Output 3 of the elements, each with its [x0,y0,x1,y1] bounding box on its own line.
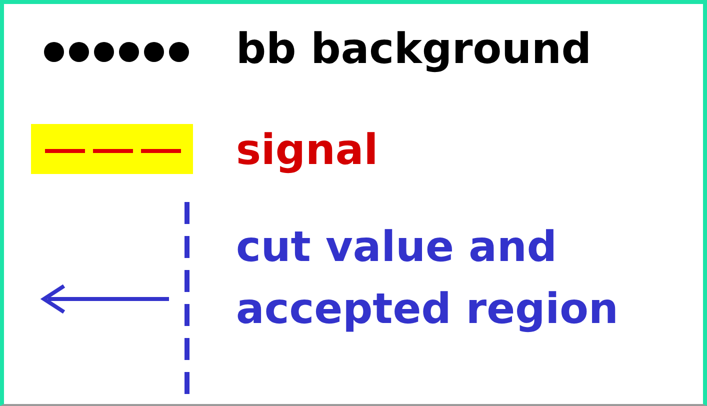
legend-label: bb background [236,23,592,75]
legend-label: signal [236,124,380,176]
legend-label: cut value and accepted region [236,221,620,335]
